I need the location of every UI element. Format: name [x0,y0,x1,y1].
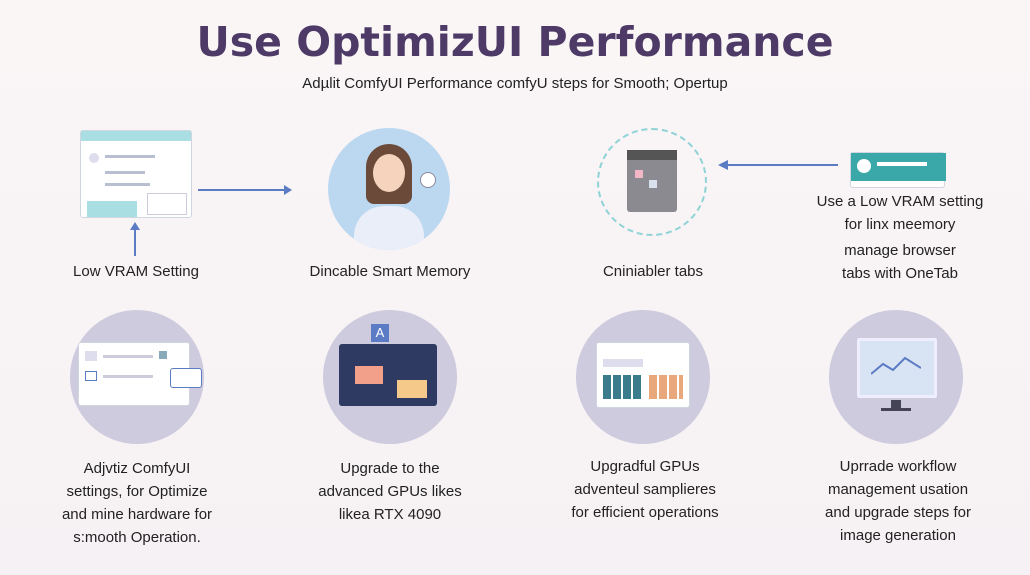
label-low-vram: Low VRAM Setting [73,263,199,280]
label-smart-memory: Dincable Smart Memory [309,263,471,280]
desc-line: Adjvtiz ComfyUI [83,460,191,477]
smart-memory-person-icon [328,128,450,250]
onetab-card-icon [850,152,946,188]
badge-a: A [371,324,389,342]
label-tabs: Cniniabler tabs [602,263,704,280]
onetab-line: manage browser [844,242,956,259]
onetab-line: tabs with OneTab [842,265,958,282]
subtitle: Adµlit ComfyUI Performance comfyU steps … [302,75,728,92]
desc-line: adventeul samplieres [574,481,716,498]
desc-line: advanced GPUs likes [318,483,462,500]
settings-circle-icon [70,310,204,444]
desc-line: for efficient operations [571,504,719,521]
workflow-monitor-circle-icon [829,310,963,444]
desc-line: image generation [840,527,956,544]
desc-line: and upgrade steps for [825,504,971,521]
desc-line: Uprrade workflow [839,458,957,475]
desc-line: Upgradful GPUs [590,458,700,475]
desc-line: s:mooth Operation. [73,529,201,546]
arrow-right-icon [198,185,292,195]
browser-window-icon [80,130,192,218]
desc-line: settings, for Optimize [66,483,208,500]
arrow-left-icon [718,160,838,170]
samplers-circle-icon [576,310,710,444]
desc-line: Upgrade to the [340,460,440,477]
page-title: Use OptimizUI Performance [196,18,834,66]
onetab-line: for linx meemory [844,216,956,233]
server-cycle-icon [597,128,707,236]
arrow-up-icon [130,222,140,256]
desc-line: likea RTX 4090 [338,506,442,523]
gpu-upgrade-circle-icon: A [323,310,457,444]
desc-line: and mine hardware for [61,506,213,523]
onetab-line: Use a Low VRAM setting [816,193,984,210]
desc-line: management usation [827,481,969,498]
